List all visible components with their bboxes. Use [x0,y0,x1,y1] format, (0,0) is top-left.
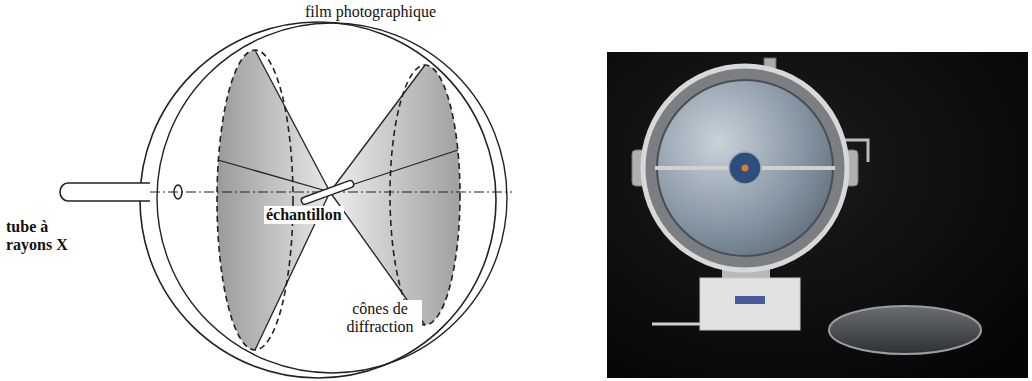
cones-label: cônes de diffraction [338,300,422,335]
camera-schematic [60,22,512,378]
sample-label: échantillon [264,206,344,224]
film-label: film photographique [305,3,436,21]
tube-label: tube à rayons X [6,218,70,253]
camera-photo [607,52,1028,378]
